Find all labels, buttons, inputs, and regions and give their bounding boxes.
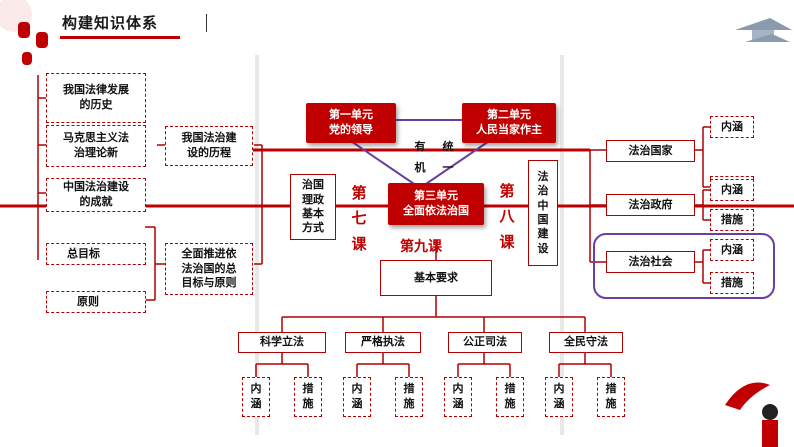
node-course: 我国法治建设的历程 xyxy=(165,126,253,166)
page-title: 构建知识体系 xyxy=(62,14,159,32)
node-unit-2: 第二单元人民当家作主 xyxy=(462,103,556,143)
title-underline xyxy=(60,36,180,39)
label-lesson-9: 第九课 xyxy=(400,239,442,255)
text-cursor xyxy=(206,14,207,32)
node-achievements: 中国法治建设的成就 xyxy=(46,178,146,212)
node-neihan-4: 内涵 xyxy=(545,377,573,417)
label-lesson-8: 第八课 xyxy=(499,181,515,251)
node-governance-mode: 治国理政基本方式 xyxy=(290,174,336,240)
node-cuoshi-4: 措施 xyxy=(597,377,625,417)
label-organic: 有机 xyxy=(414,140,426,174)
label-unity: 统一 xyxy=(442,140,454,174)
node-fair-judiciary: 公正司法 xyxy=(448,332,522,353)
node-goal: 总目标 xyxy=(46,243,146,265)
node-rule-of-law-country: 法治国家 xyxy=(606,140,695,162)
node-strict-enforcement: 严格执法 xyxy=(345,332,421,353)
node-unit-3: 第三单元全面依法治国 xyxy=(388,183,484,225)
node-rule-of-law-china: 法治中国建设 xyxy=(528,160,558,266)
node-neihan-2: 内涵 xyxy=(343,377,371,417)
node-country-neihan: 内涵 xyxy=(710,116,754,138)
node-universal-compliance: 全民守法 xyxy=(549,332,623,353)
node-marxist-theory: 马克思主义法治理论新 xyxy=(46,125,146,167)
node-rule-of-law-society: 法治社会 xyxy=(606,251,695,273)
node-neihan-3: 内涵 xyxy=(444,377,472,417)
label-lesson-7: 第七课 xyxy=(351,183,367,253)
node-principle: 原则 xyxy=(46,291,146,313)
node-society-neihan: 内涵 xyxy=(710,239,754,261)
node-gov-neihan: 内涵 xyxy=(710,179,754,201)
node-scientific-legislation: 科学立法 xyxy=(238,332,326,353)
node-cuoshi-2: 措施 xyxy=(395,377,423,417)
node-overall: 全面推进依法治国的总目标与原则 xyxy=(165,243,253,295)
node-society-cuoshi: 措施 xyxy=(710,272,754,294)
node-basic-requirements: 基本要求 xyxy=(380,260,492,296)
node-gov-cuoshi: 措施 xyxy=(710,209,754,231)
node-law-history: 我国法律发展的历史 xyxy=(46,73,146,123)
node-rule-of-law-government: 法治政府 xyxy=(606,194,695,216)
node-cuoshi-1: 措施 xyxy=(294,377,322,417)
node-cuoshi-3: 措施 xyxy=(496,377,524,417)
node-neihan-1: 内涵 xyxy=(242,377,270,417)
node-unit-1: 第一单元党的领导 xyxy=(306,103,396,143)
